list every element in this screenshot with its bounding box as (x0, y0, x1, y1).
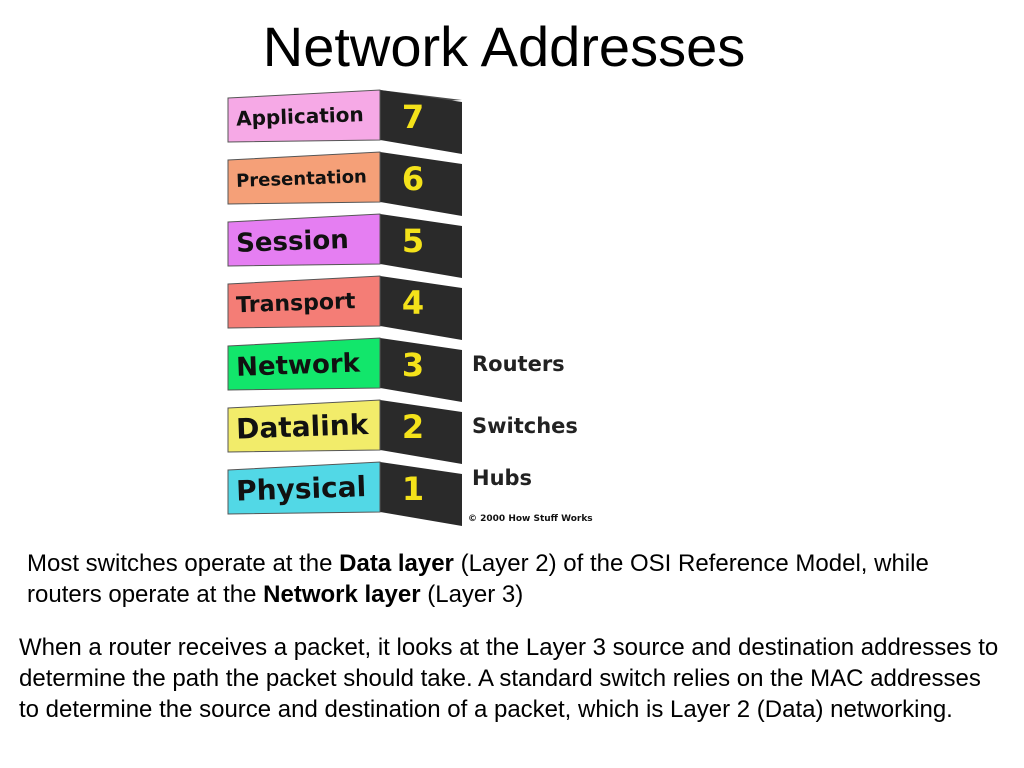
layer-front-face-physical (227, 461, 381, 515)
para1-text-2: (Layer 2) of the OSI Reference Model, wh… (27, 550, 929, 608)
layer-block-session: Session 5 (227, 213, 462, 278)
slide-title: Network Addresses (262, 15, 746, 78)
layer-name-physical: Physical (236, 470, 367, 508)
layer-number-4: 4 (402, 284, 424, 322)
copyright-notice: © 2000 How Stuff Works (468, 514, 593, 524)
layer-front-face-presentation (227, 151, 381, 205)
layer-front-face-application (227, 89, 381, 143)
device-label-hubs: Hubs (472, 466, 532, 490)
layer-side-face-presentation (380, 152, 462, 216)
layer-block-physical: Physical 1 (227, 461, 462, 526)
router-switch-explanation: When a router receives a packet, it look… (19, 634, 999, 723)
layer-side-face-network (380, 338, 462, 402)
layer-number-1: 1 (402, 470, 424, 508)
layer-number-3: 3 (402, 346, 424, 384)
layer-name-presentation: Presentation (236, 166, 367, 192)
para1-bold-data-layer: Data layer (339, 550, 454, 577)
layer-block-transport: Transport 4 (227, 275, 462, 340)
layer-side-face-application (380, 90, 462, 154)
layer-name-datalink: Datalink (236, 408, 371, 446)
para1-bold-network-layer: Network layer (263, 581, 421, 608)
layer-name-network: Network (236, 349, 361, 383)
layer-number-2: 2 (402, 408, 424, 446)
layer-side-face-session (380, 214, 462, 278)
layer-side-face-datalink (380, 400, 462, 464)
switch-router-paragraph: Most switches operate at the Data layer … (27, 548, 987, 610)
para1-text-3: (Layer 3) (420, 581, 524, 608)
layer-name-session: Session (236, 225, 350, 259)
device-label-switches: Switches (472, 414, 578, 438)
layer-front-face-session (227, 213, 381, 267)
device-label-routers: Routers (472, 352, 565, 376)
layer-front-face-transport (227, 275, 381, 329)
layer-side-face-physical (380, 462, 462, 526)
layer-number-5: 5 (402, 222, 424, 260)
layer-front-face-datalink (227, 399, 381, 453)
layer-number-6: 6 (402, 160, 424, 198)
layer-front-face-network (227, 337, 381, 391)
layer-name-application: Application (236, 102, 364, 130)
layer-block-network: Network 3 (227, 337, 462, 402)
layer-side-face-transport (380, 276, 462, 340)
layer-name-transport: Transport (236, 289, 357, 318)
layer-block-application: Application 7 (227, 89, 462, 154)
layer-block-presentation: Presentation 6 (227, 151, 462, 216)
layer-number-7: 7 (402, 98, 424, 136)
para1-text-1: Most switches operate at the (27, 550, 340, 577)
layer-block-datalink: Datalink 2 (227, 399, 462, 464)
